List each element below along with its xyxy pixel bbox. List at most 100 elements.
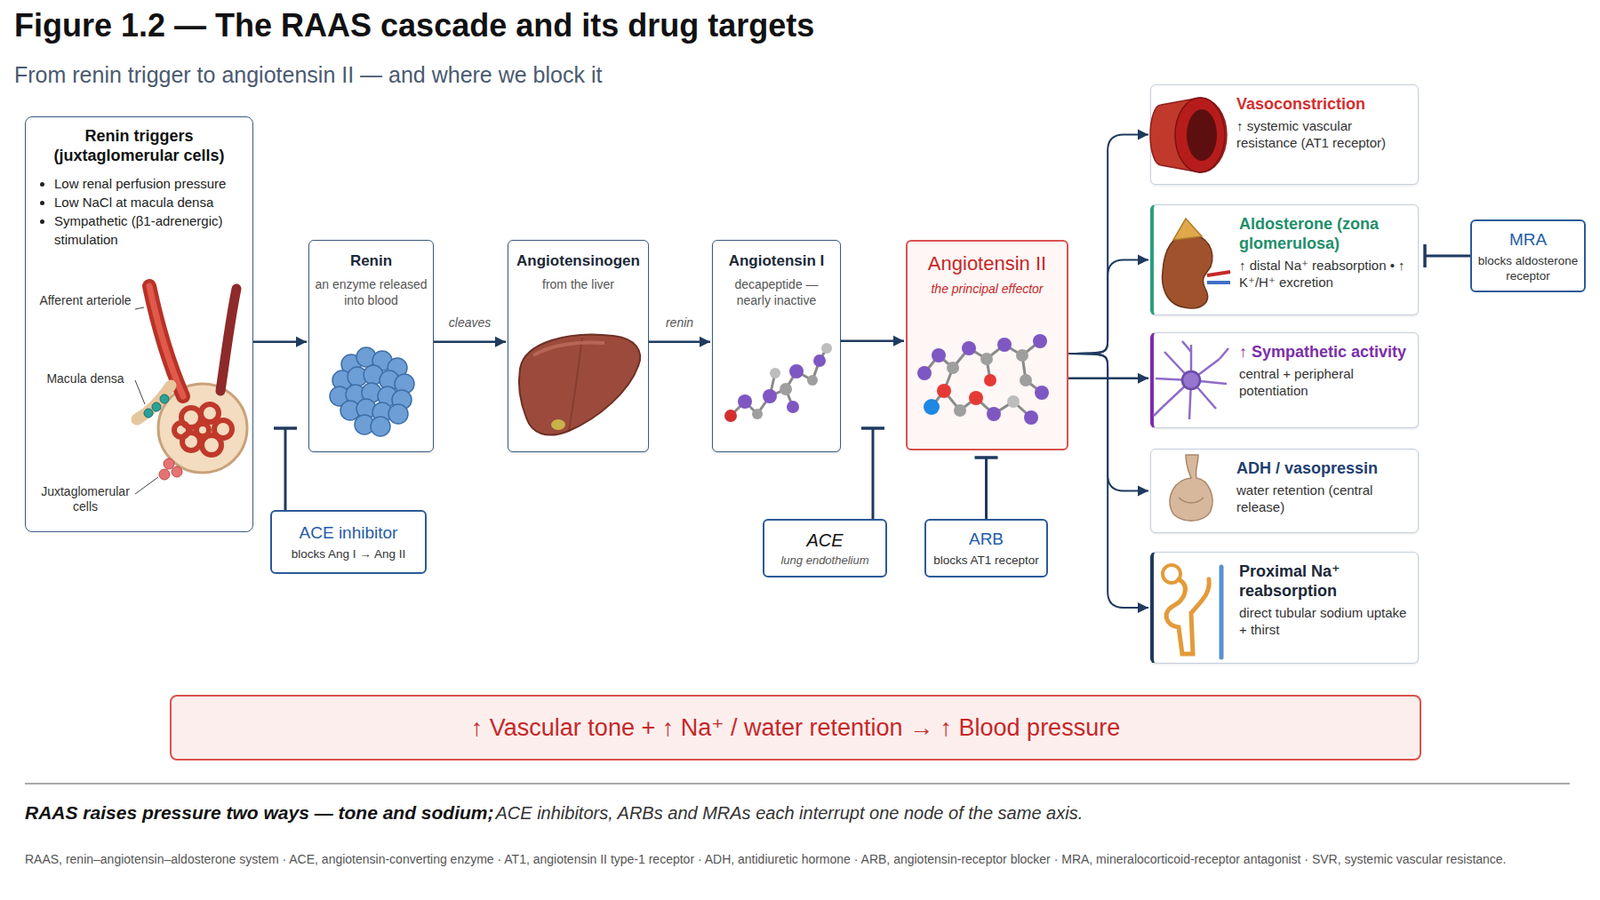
anatomy-label: Afferent arteriole <box>39 293 132 309</box>
ace-inhibitor-block-line-part <box>273 426 297 431</box>
juxtaglomerular-illustration-part <box>220 288 237 392</box>
angiotensin-two-molecule-part-part <box>986 359 991 381</box>
kidney-adrenal-illustration-part <box>1207 280 1231 285</box>
kidney-adrenal-illustration-part <box>1173 218 1202 240</box>
box-detail: blocks AT1 receptor <box>931 552 1041 568</box>
angiotensin-one-molecule-part <box>813 354 826 368</box>
bullet-item: Low renal perfusion pressure <box>54 174 244 193</box>
arrow-head <box>1137 486 1149 497</box>
box-detail: central + peripheral potentiation <box>1239 365 1411 400</box>
block-bar <box>975 456 999 460</box>
angiotensin-two-molecule-part <box>961 341 976 356</box>
arrow-head <box>1137 373 1149 384</box>
renin-protein-illustration-part <box>356 347 376 368</box>
enzyme-box: Reninan enzyme released into blood <box>308 240 434 453</box>
neuron-illustration-part <box>1155 378 1192 381</box>
angiotensin-two-molecule-part <box>980 352 993 366</box>
renin-protein-illustration-part <box>361 383 382 403</box>
flow-arrow <box>840 336 904 347</box>
flow-arrow <box>433 336 506 348</box>
inhibition-connector <box>975 457 999 520</box>
angiotensin-one-molecule-part <box>737 394 752 409</box>
neuron-illustration-part <box>1191 380 1227 384</box>
connector-line <box>1068 260 1149 354</box>
box-heading: Renin triggers (juxtaglomerular cells) <box>34 126 244 166</box>
outcome-banner: ↑ Vascular tone + ↑ Na⁺ / water retentio… <box>169 695 1422 761</box>
angiotensin-two-molecule-part <box>997 337 1012 352</box>
anatomy-label: Macula densa <box>39 371 132 387</box>
angiotensin-two-molecule-part <box>1024 410 1039 425</box>
juxtaglomerular-illustration-part-part <box>174 423 189 438</box>
arrow-head <box>1137 129 1149 141</box>
liver-illustration-part <box>519 335 640 436</box>
effect-box: Aldosterone (zona glomerulosa)↑ distal N… <box>1150 204 1419 316</box>
angiotensin-one-molecule-part <box>769 368 781 379</box>
arrow-head <box>893 336 904 347</box>
neuron-illustration-part <box>1182 371 1200 390</box>
angiotensin-two-molecule-part <box>936 384 952 399</box>
renin-protein-illustration-part <box>379 370 400 391</box>
ace-inhibitor-block-line <box>273 428 297 511</box>
bullet-item: Low NaCl at macula densa <box>54 192 244 212</box>
liver-illustration-part <box>568 337 583 432</box>
renin-protein-illustration-part <box>345 384 366 405</box>
box-detail: from the liver <box>512 276 644 293</box>
renin-protein-illustration-part <box>356 399 376 419</box>
blood-vessel-illustration-part <box>1175 97 1225 173</box>
box-heading: Angiotensin I <box>717 251 836 272</box>
renin-protein-illustration-part <box>329 386 350 407</box>
arrow-head <box>699 336 711 348</box>
box-detail: decapeptide — nearly inactive <box>717 276 836 309</box>
angiotensin-two-molecule-part <box>986 407 1001 422</box>
box-detail: blocks aldosterone receptor <box>1477 253 1579 284</box>
juxtaglomerular-illustration-part <box>174 404 232 456</box>
juxtaglomerular-illustration-part <box>159 469 170 480</box>
liver-illustration <box>519 335 640 436</box>
connector-line <box>1424 255 1471 258</box>
inhibition-connector <box>1424 244 1471 268</box>
juxtaglomerular-illustration-part <box>135 307 144 310</box>
ace-enzyme-block-line-part <box>861 426 885 431</box>
renin-protein-illustration-part <box>354 415 375 435</box>
juxtaglomerular-illustration-part <box>160 394 169 404</box>
juxtaglomerular-illustration-part-part <box>200 404 219 423</box>
juxtaglomerular-illustration-part <box>149 286 184 397</box>
figure-title: Figure 1.2 — The RAAS cascade and its dr… <box>14 7 815 45</box>
angiotensin-one-molecule-part <box>779 383 792 396</box>
flow-arrow <box>648 336 711 348</box>
angiotensin-two-molecule-part-part <box>1022 355 1042 393</box>
box-heading: Vasoconstriction <box>1236 94 1411 114</box>
juxtaglomerular-illustration-part-part <box>214 420 232 439</box>
box-detail: blocks Ang I → Ang II <box>277 546 420 562</box>
angiotensin-two-molecule-part <box>984 374 997 387</box>
juxtaglomerular-illustration-part <box>144 408 153 418</box>
box-heading: Aldosterone (zona glomerulosa) <box>1239 214 1411 254</box>
angiotensin-two-molecule-part <box>953 404 967 417</box>
neuron-illustration-part <box>1191 359 1220 381</box>
angiotensin-two-molecule-part <box>946 361 960 375</box>
angiotensin-two-molecule-part <box>931 348 946 363</box>
angiotensin-two-molecule-part <box>1034 385 1049 400</box>
angiotensin-one-molecule-part <box>807 375 818 386</box>
juxtaglomerular-illustration-part-part <box>201 435 222 456</box>
juxtaglomerular-illustration-part <box>135 380 145 405</box>
angiotensin-one-molecule-part <box>730 348 827 416</box>
ace-enzyme-block-line <box>861 428 885 520</box>
trigger-box: Renin triggers (juxtaglomerular cells) Lo… <box>24 116 254 533</box>
edge-label: renin <box>663 315 696 330</box>
connector-line <box>984 457 988 520</box>
connector-line <box>1068 135 1149 354</box>
angiotensin-one-molecule-part <box>762 389 777 404</box>
arrow-head <box>1137 255 1149 266</box>
renin-protein-illustration-part <box>370 416 391 437</box>
figure-subtitle: From renin trigger to angiotensin II — a… <box>14 62 1348 88</box>
figure-caption: RAAS raises pressure two ways — tone and… <box>24 802 494 824</box>
kidney-adrenal-illustration <box>1162 218 1231 309</box>
neuron-illustration <box>1153 341 1229 420</box>
drug-box: ARBblocks AT1 receptor <box>924 519 1048 578</box>
angiotensin-one-molecule-part <box>724 409 737 423</box>
renin-protein-illustration-part <box>377 386 398 407</box>
box-heading: Angiotensin II <box>912 252 1062 276</box>
angiotensin-two-molecule-part-part <box>931 368 953 408</box>
